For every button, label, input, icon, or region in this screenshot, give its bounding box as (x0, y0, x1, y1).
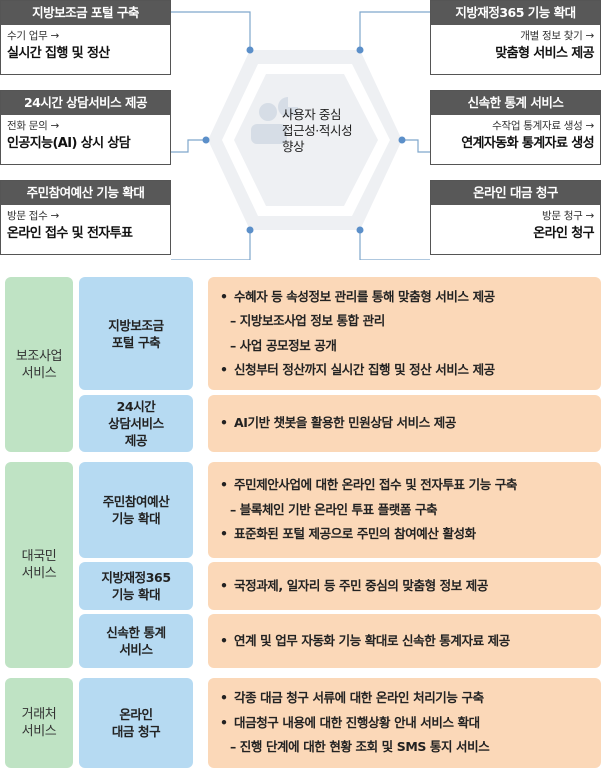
box-before: 방문 청구 → (541, 210, 594, 222)
bullet-item: AI기반 챗봇을 활용한 민원상담 서비스 제공 (218, 411, 456, 436)
connector-dot (398, 136, 406, 144)
service-name: 지방보조금 포털 구축 (79, 277, 193, 390)
box-before: 전화 문의 → (7, 120, 60, 132)
connector-line (402, 139, 430, 153)
box-title: 지방재정365 기능 확대 (431, 1, 600, 25)
center-line: 사용자 중심 (282, 107, 342, 122)
hexagon-connector-graphic (171, 11, 430, 260)
improvement-box-left: 지방보조금 포털 구축 수기 업무 → 실시간 집행 및 정산 (0, 0, 171, 75)
improvement-box-right: 신속한 통계 서비스 수작업 통계자료 생성 → 연계자동화 통계자료 생성 (430, 90, 601, 165)
service-description: 연계 및 업무 자동화 기능 확대로 신속한 통계자료 제공 (208, 614, 601, 668)
user-icon (251, 97, 298, 144)
center-label: 사용자 중심 접근성·적시성 향상 (282, 107, 353, 155)
sub-item: – 사업 공모정보 공개 (230, 337, 337, 353)
improvement-box-right: 온라인 대금 청구 방문 청구 → 온라인 청구 (430, 180, 601, 255)
connector-line (359, 230, 430, 260)
connector-dot (202, 136, 210, 144)
connector-line (171, 230, 251, 260)
box-title: 온라인 대금 청구 (431, 181, 600, 205)
connector-line (171, 139, 206, 153)
box-after: 온라인 청구 (533, 226, 594, 241)
service-name: 지방재정365 기능 확대 (79, 562, 193, 610)
bullet-item: 대금청구 내용에 대한 진행상황 안내 서비스 확대 (218, 711, 489, 736)
box-after: 실시간 집행 및 정산 (7, 46, 110, 61)
bullet-item: 주민제안사업에 대한 온라인 접수 및 전자투표 기능 구축 (218, 473, 517, 498)
improvement-box-left: 주민참여예산 기능 확대 방문 접수 → 온라인 접수 및 전자투표 (0, 180, 171, 255)
box-before: 개별 정보 찾기 → (520, 30, 594, 42)
group-label: 거래처 서비스 (5, 678, 73, 768)
bullet-item: 표준화된 포털 제공으로 주민의 참여예산 활성화 (218, 522, 517, 547)
connector-line (359, 11, 430, 50)
bullet-item: 수혜자 등 속성정보 관리를 통해 맞춤형 서비스 제공 (218, 285, 495, 310)
box-after: 맞춤형 서비스 제공 (495, 46, 594, 61)
box-title: 신속한 통계 서비스 (431, 91, 600, 115)
service-name: 24시간 상담서비스 제공 (79, 395, 193, 452)
box-after: 연계자동화 통계자료 생성 (461, 136, 594, 151)
bullet-item: 신청부터 정산까지 실시간 집행 및 정산 서비스 제공 (218, 358, 495, 383)
service-name: 주민참여예산 기능 확대 (79, 462, 193, 558)
center-line: 향상 (282, 139, 305, 154)
box-title: 24시간 상담서비스 제공 (1, 91, 170, 115)
connector-dot (356, 46, 364, 54)
bullet-item: 국정과제, 일자리 등 주민 중심의 맞춤형 정보 제공 (218, 574, 488, 599)
connector-dot (246, 226, 254, 234)
center-line: 접근성·적시성 (282, 123, 353, 138)
service-description: AI기반 챗봇을 활용한 민원상담 서비스 제공 (208, 395, 601, 452)
sub-item: – 진행 단계에 대한 현황 조회 및 SMS 통지 서비스 (230, 739, 490, 755)
service-description: 수혜자 등 속성정보 관리를 통해 맞춤형 서비스 제공 – 지방보조사업 정보 … (208, 277, 601, 390)
box-before: 수작업 통계자료 생성 → (492, 120, 594, 132)
group-label: 보조사업 서비스 (5, 277, 73, 452)
service-description: 각종 대금 청구 서류에 대한 온라인 처리기능 구축대금청구 내용에 대한 진… (208, 678, 601, 768)
service-description: 국정과제, 일자리 등 주민 중심의 맞춤형 정보 제공 (208, 562, 601, 610)
sub-item: – 블록체인 기반 온라인 투표 플랫폼 구축 (230, 501, 438, 517)
box-after: 온라인 접수 및 전자투표 (7, 226, 133, 241)
improvement-box-left: 24시간 상담서비스 제공 전화 문의 → 인공지능(AI) 상시 상담 (0, 90, 171, 165)
connector-dot (356, 226, 364, 234)
box-before: 방문 접수 → (7, 210, 60, 222)
box-after: 인공지능(AI) 상시 상담 (7, 136, 131, 151)
box-title: 주민참여예산 기능 확대 (1, 181, 170, 205)
sub-item: – 지방보조사업 정보 통합 관리 (230, 313, 385, 328)
bullet-item: 연계 및 업무 자동화 기능 확대로 신속한 통계자료 제공 (218, 629, 510, 654)
connector-line (171, 11, 251, 50)
group-label: 대국민 서비스 (5, 462, 73, 668)
service-name: 신속한 통계 서비스 (79, 614, 193, 668)
box-title: 지방보조금 포털 구축 (1, 1, 170, 25)
box-before: 수기 업무 → (7, 30, 60, 42)
improvement-box-right: 지방재정365 기능 확대 개별 정보 찾기 → 맞춤형 서비스 제공 (430, 0, 601, 75)
bullet-item: 각종 대금 청구 서류에 대한 온라인 처리기능 구축 (218, 686, 489, 711)
connector-dot (246, 46, 254, 54)
service-name: 온라인 대금 청구 (79, 678, 193, 768)
service-description: 주민제안사업에 대한 온라인 접수 및 전자투표 기능 구축 – 블록체인 기반 … (208, 462, 601, 558)
